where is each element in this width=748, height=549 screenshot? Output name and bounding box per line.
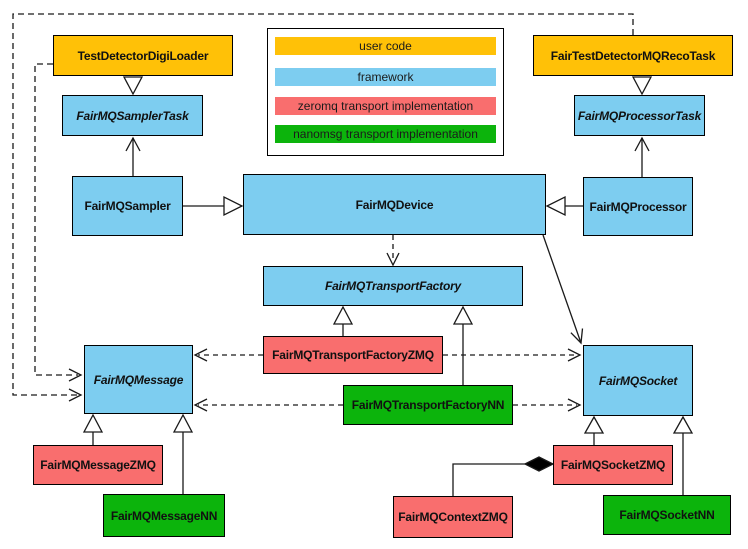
open-arrowhead-icon [386, 252, 400, 267]
node-label: FairMQProcessorTask [577, 108, 702, 123]
node-label: FairMQMessageNN [110, 508, 218, 523]
edge-inherit-messagezmq-message [82, 413, 104, 445]
filled-diamond-icon [523, 456, 555, 472]
legend-label: framework [357, 70, 414, 84]
edge-inherit-messagenn-message [172, 413, 194, 494]
node-fairmqcontextzmq: FairMQContextZMQ [393, 496, 513, 538]
open-arrowhead-icon [193, 398, 208, 412]
edge-dashed-factorynn-message [193, 398, 343, 412]
node-label: FairMQContextZMQ [398, 510, 508, 524]
legend-item-zeromq: zeromq transport implementation [275, 97, 496, 115]
open-arrowhead-icon [68, 388, 83, 402]
legend-item-nanomsg: nanomsg transport implementation [275, 125, 496, 143]
legend-label: nanomsg transport implementation [293, 127, 478, 141]
edge-arrow-processor-processortask [634, 136, 650, 177]
node-label: FairMQMessageZMQ [40, 458, 156, 472]
open-arrowhead-icon [567, 398, 582, 412]
node-fairmqtransportfactory: FairMQTransportFactory [263, 266, 523, 306]
edge-inherit-sampler-device [183, 195, 244, 217]
hollow-triangle-icon [545, 195, 566, 217]
legend-label: user code [359, 39, 412, 53]
node-fairmqprocessor: FairMQProcessor [583, 177, 693, 236]
node-label: FairMQMessage [93, 372, 184, 387]
hollow-triangle-icon [82, 413, 104, 433]
node-fairmqsocketnn: FairMQSocketNN [603, 495, 731, 535]
node-fairmqtransportfactoryzmq: FairMQTransportFactoryZMQ [263, 336, 443, 374]
node-testdetectordigiloader: TestDetectorDigiLoader [53, 35, 233, 76]
open-arrowhead-icon [570, 328, 584, 345]
node-fairmqsocketzmq: FairMQSocketZMQ [553, 445, 673, 485]
node-label: FairMQTransportFactoryNN [351, 398, 505, 412]
node-label: FairMQSocket [598, 373, 678, 388]
node-fairmqdevice: FairMQDevice [243, 174, 546, 235]
edge-inherit-socketnn-socket [672, 415, 694, 495]
edge-aggregation-contextzmq-socketzmq [452, 456, 555, 496]
hollow-triangle-icon [122, 76, 144, 96]
hollow-triangle-icon [672, 415, 694, 434]
node-fairmqsamplertask: FairMQSamplerTask [62, 95, 203, 136]
node-fairmqmessagenn: FairMQMessageNN [103, 494, 225, 537]
edge-dashed-factoryzmq-message [193, 348, 263, 362]
open-arrowhead-icon [634, 136, 650, 152]
open-arrowhead-icon [68, 368, 83, 382]
hollow-triangle-icon [631, 76, 653, 96]
edge-dashed-factorynn-socket [513, 398, 582, 412]
node-label: FairMQSamplerTask [76, 108, 189, 123]
legend-item-framework: framework [275, 68, 496, 86]
legend-label: zeromq transport implementation [297, 99, 474, 113]
node-label: FairMQSampler [84, 199, 171, 213]
hollow-triangle-icon [452, 305, 474, 325]
edge-dashed-digiloader-to-message [34, 63, 83, 382]
edge-inherit-socketzmq-socket [583, 415, 605, 445]
node-label: FairMQProcessor [589, 199, 687, 214]
edge-inherit-processor-device [545, 195, 583, 217]
hollow-triangle-icon [172, 413, 194, 433]
edge-arrow-sampler-samplertask [125, 136, 141, 176]
edge-inherit-factoryzmq-factory [332, 305, 354, 336]
node-label: TestDetectorDigiLoader [77, 48, 209, 63]
legend: user code framework zeromq transport imp… [267, 28, 504, 156]
open-arrowhead-icon [193, 348, 208, 362]
edge-inherit-digiloader-samplertask [122, 76, 144, 96]
edge-dashed-device-transportfactory [386, 235, 400, 267]
node-label: FairMQTransportFactory [324, 279, 462, 293]
edge-inherit-recotask-processortask [631, 76, 653, 96]
hollow-triangle-icon [332, 305, 354, 325]
node-fairmqmessagezmq: FairMQMessageZMQ [33, 445, 163, 485]
node-label: FairMQDevice [355, 197, 434, 212]
node-fairmqtransportfactorynn: FairMQTransportFactoryNN [343, 385, 513, 425]
edge-inherit-factorynn-factory [452, 305, 474, 385]
open-arrowhead-icon [125, 136, 141, 152]
node-fairmqsocket: FairMQSocket [583, 345, 693, 416]
edge-dashed-factoryzmq-socket [443, 348, 582, 362]
node-fairmqprocessortask: FairMQProcessorTask [574, 95, 705, 136]
node-fairmqsampler: FairMQSampler [72, 176, 183, 236]
node-label: FairMQSocketNN [619, 508, 715, 522]
node-label: FairMQTransportFactoryZMQ [272, 348, 434, 362]
hollow-triangle-icon [223, 195, 244, 217]
legend-item-user-code: user code [275, 37, 496, 55]
hollow-triangle-icon [583, 415, 605, 434]
node-label: FairTestDetectorMQRecoTask [550, 48, 716, 63]
open-arrowhead-icon [567, 348, 582, 362]
node-label: FairMQSocketZMQ [560, 458, 666, 472]
edge-arrow-device-socket [542, 234, 584, 345]
node-fairmqmessage: FairMQMessage [84, 345, 193, 414]
edge-dashed-recotask-to-message [12, 13, 634, 402]
node-fairtestdetectormqrecotask: FairTestDetectorMQRecoTask [533, 35, 733, 76]
